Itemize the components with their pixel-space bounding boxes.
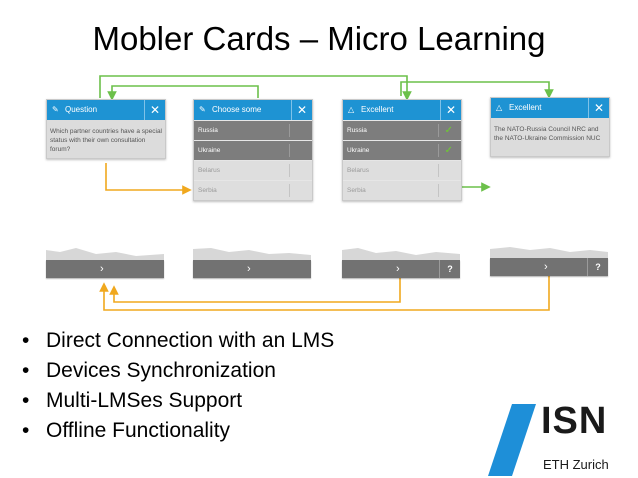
next-bar[interactable]: › bbox=[193, 260, 311, 278]
next-arrow-icon[interactable]: › bbox=[100, 263, 104, 275]
bullet-icon: • bbox=[22, 389, 30, 412]
next-arrow-icon[interactable]: › bbox=[247, 263, 251, 275]
eth-zurich-text: ETH Zurich bbox=[543, 457, 609, 472]
option-label: Serbia bbox=[198, 187, 217, 194]
divider bbox=[438, 144, 439, 157]
option-serbia[interactable]: Serbia bbox=[194, 181, 312, 200]
result-russia: Russia ✓ bbox=[343, 121, 461, 140]
answer-card: △ Excellent ✕ The NATO-Russia Council NR… bbox=[490, 97, 610, 157]
feature-item: • Multi-LMSes Support bbox=[20, 386, 334, 416]
bullet-icon: • bbox=[22, 419, 30, 442]
feedback-card-header: △ Excellent ✕ bbox=[343, 100, 461, 120]
question-card-header: ✎ Question ✕ bbox=[47, 100, 165, 120]
feedback-card: △ Excellent ✕ Russia ✓ Ukraine ✓ Belarus S… bbox=[342, 99, 462, 201]
check-icon: ✓ bbox=[444, 145, 453, 156]
help-icon[interactable]: ? bbox=[439, 260, 460, 278]
option-label: Serbia bbox=[347, 187, 366, 194]
pencil-icon: ✎ bbox=[52, 105, 59, 114]
option-label: Belarus bbox=[347, 167, 370, 174]
option-label: Ukraine bbox=[198, 147, 221, 154]
feedback-card-title: Excellent bbox=[361, 105, 394, 114]
feature-item: • Devices Synchronization bbox=[20, 356, 334, 386]
green-arrow-3 bbox=[400, 81, 554, 99]
close-icon[interactable]: ✕ bbox=[588, 98, 609, 118]
green-arrow-1 bbox=[107, 85, 259, 101]
answer-card-header: △ Excellent ✕ bbox=[491, 98, 609, 118]
question-card-title: Question bbox=[65, 105, 98, 114]
next-bar[interactable]: ›? bbox=[490, 258, 608, 276]
divider bbox=[289, 124, 290, 137]
orange-arrow-2 bbox=[109, 276, 401, 303]
next-bar[interactable]: › bbox=[46, 260, 164, 278]
divider bbox=[438, 184, 439, 197]
close-icon[interactable]: ✕ bbox=[144, 100, 165, 120]
divider bbox=[289, 164, 290, 177]
feature-text: Devices Synchronization bbox=[46, 359, 276, 382]
card-footer-1: › bbox=[46, 246, 164, 278]
landscape-graphic bbox=[342, 248, 460, 262]
landscape-graphic bbox=[193, 248, 311, 262]
next-arrow-icon[interactable]: › bbox=[544, 261, 548, 273]
result-belarus: Belarus bbox=[343, 161, 461, 180]
answer-text: The NATO-Russia Council NRC and the NATO… bbox=[494, 126, 601, 142]
choose-card: ✎ Choose some ✕ Russia Ukraine Belarus S… bbox=[193, 99, 313, 201]
help-icon[interactable]: ? bbox=[587, 258, 608, 276]
choose-card-title: Choose some bbox=[212, 105, 262, 114]
landscape-graphic bbox=[46, 248, 164, 262]
next-arrow-icon[interactable]: › bbox=[396, 263, 400, 275]
card-footer-4: ›? bbox=[490, 244, 608, 276]
trophy-icon: △ bbox=[496, 103, 503, 112]
orange-arrow-3 bbox=[99, 276, 550, 311]
check-icon: ✓ bbox=[444, 125, 453, 136]
landscape-graphic bbox=[490, 247, 608, 260]
feature-text: Direct Connection with an LMS bbox=[46, 329, 335, 352]
question-card: ✎ Question ✕ Which partner countries hav… bbox=[46, 99, 166, 159]
divider bbox=[438, 124, 439, 137]
option-label: Ukraine bbox=[347, 147, 370, 154]
feature-text: Multi-LMSes Support bbox=[46, 389, 243, 412]
close-icon[interactable]: ✕ bbox=[440, 100, 461, 120]
divider bbox=[438, 164, 439, 177]
choose-card-header: ✎ Choose some ✕ bbox=[194, 100, 312, 120]
divider bbox=[289, 184, 290, 197]
result-ukraine: Ukraine ✓ bbox=[343, 141, 461, 160]
bullet-icon: • bbox=[22, 359, 30, 382]
card-footer-2: › bbox=[193, 246, 311, 278]
option-russia[interactable]: Russia bbox=[194, 121, 312, 140]
option-label: Russia bbox=[347, 127, 367, 134]
card-footer-3: ›? bbox=[342, 246, 460, 278]
answer-card-title: Excellent bbox=[509, 103, 542, 112]
divider bbox=[289, 144, 290, 157]
feature-item: • Offline Functionality bbox=[20, 416, 334, 446]
option-label: Belarus bbox=[198, 167, 221, 174]
close-icon[interactable]: ✕ bbox=[291, 100, 312, 120]
isn-logo-text: ISN bbox=[541, 400, 608, 442]
next-bar[interactable]: ›? bbox=[342, 260, 460, 278]
question-text: Which partner countries have a special s… bbox=[50, 128, 163, 153]
feature-item: • Direct Connection with an LMS bbox=[20, 326, 334, 356]
pencil-icon: ✎ bbox=[199, 105, 206, 114]
option-label: Russia bbox=[198, 127, 218, 134]
isn-logo-slash-icon bbox=[488, 404, 536, 476]
option-belarus[interactable]: Belarus bbox=[194, 161, 312, 180]
trophy-icon: △ bbox=[348, 105, 355, 114]
bullet-icon: • bbox=[22, 329, 30, 352]
result-serbia: Serbia bbox=[343, 181, 461, 200]
green-arrow-2 bbox=[99, 75, 412, 101]
slide-title: Mobler Cards – Micro Learning bbox=[92, 20, 546, 57]
orange-arrow-1 bbox=[105, 163, 192, 195]
feature-list: • Direct Connection with an LMS • Devices … bbox=[20, 326, 334, 446]
option-ukraine[interactable]: Ukraine bbox=[194, 141, 312, 160]
feature-text: Offline Functionality bbox=[46, 419, 231, 442]
